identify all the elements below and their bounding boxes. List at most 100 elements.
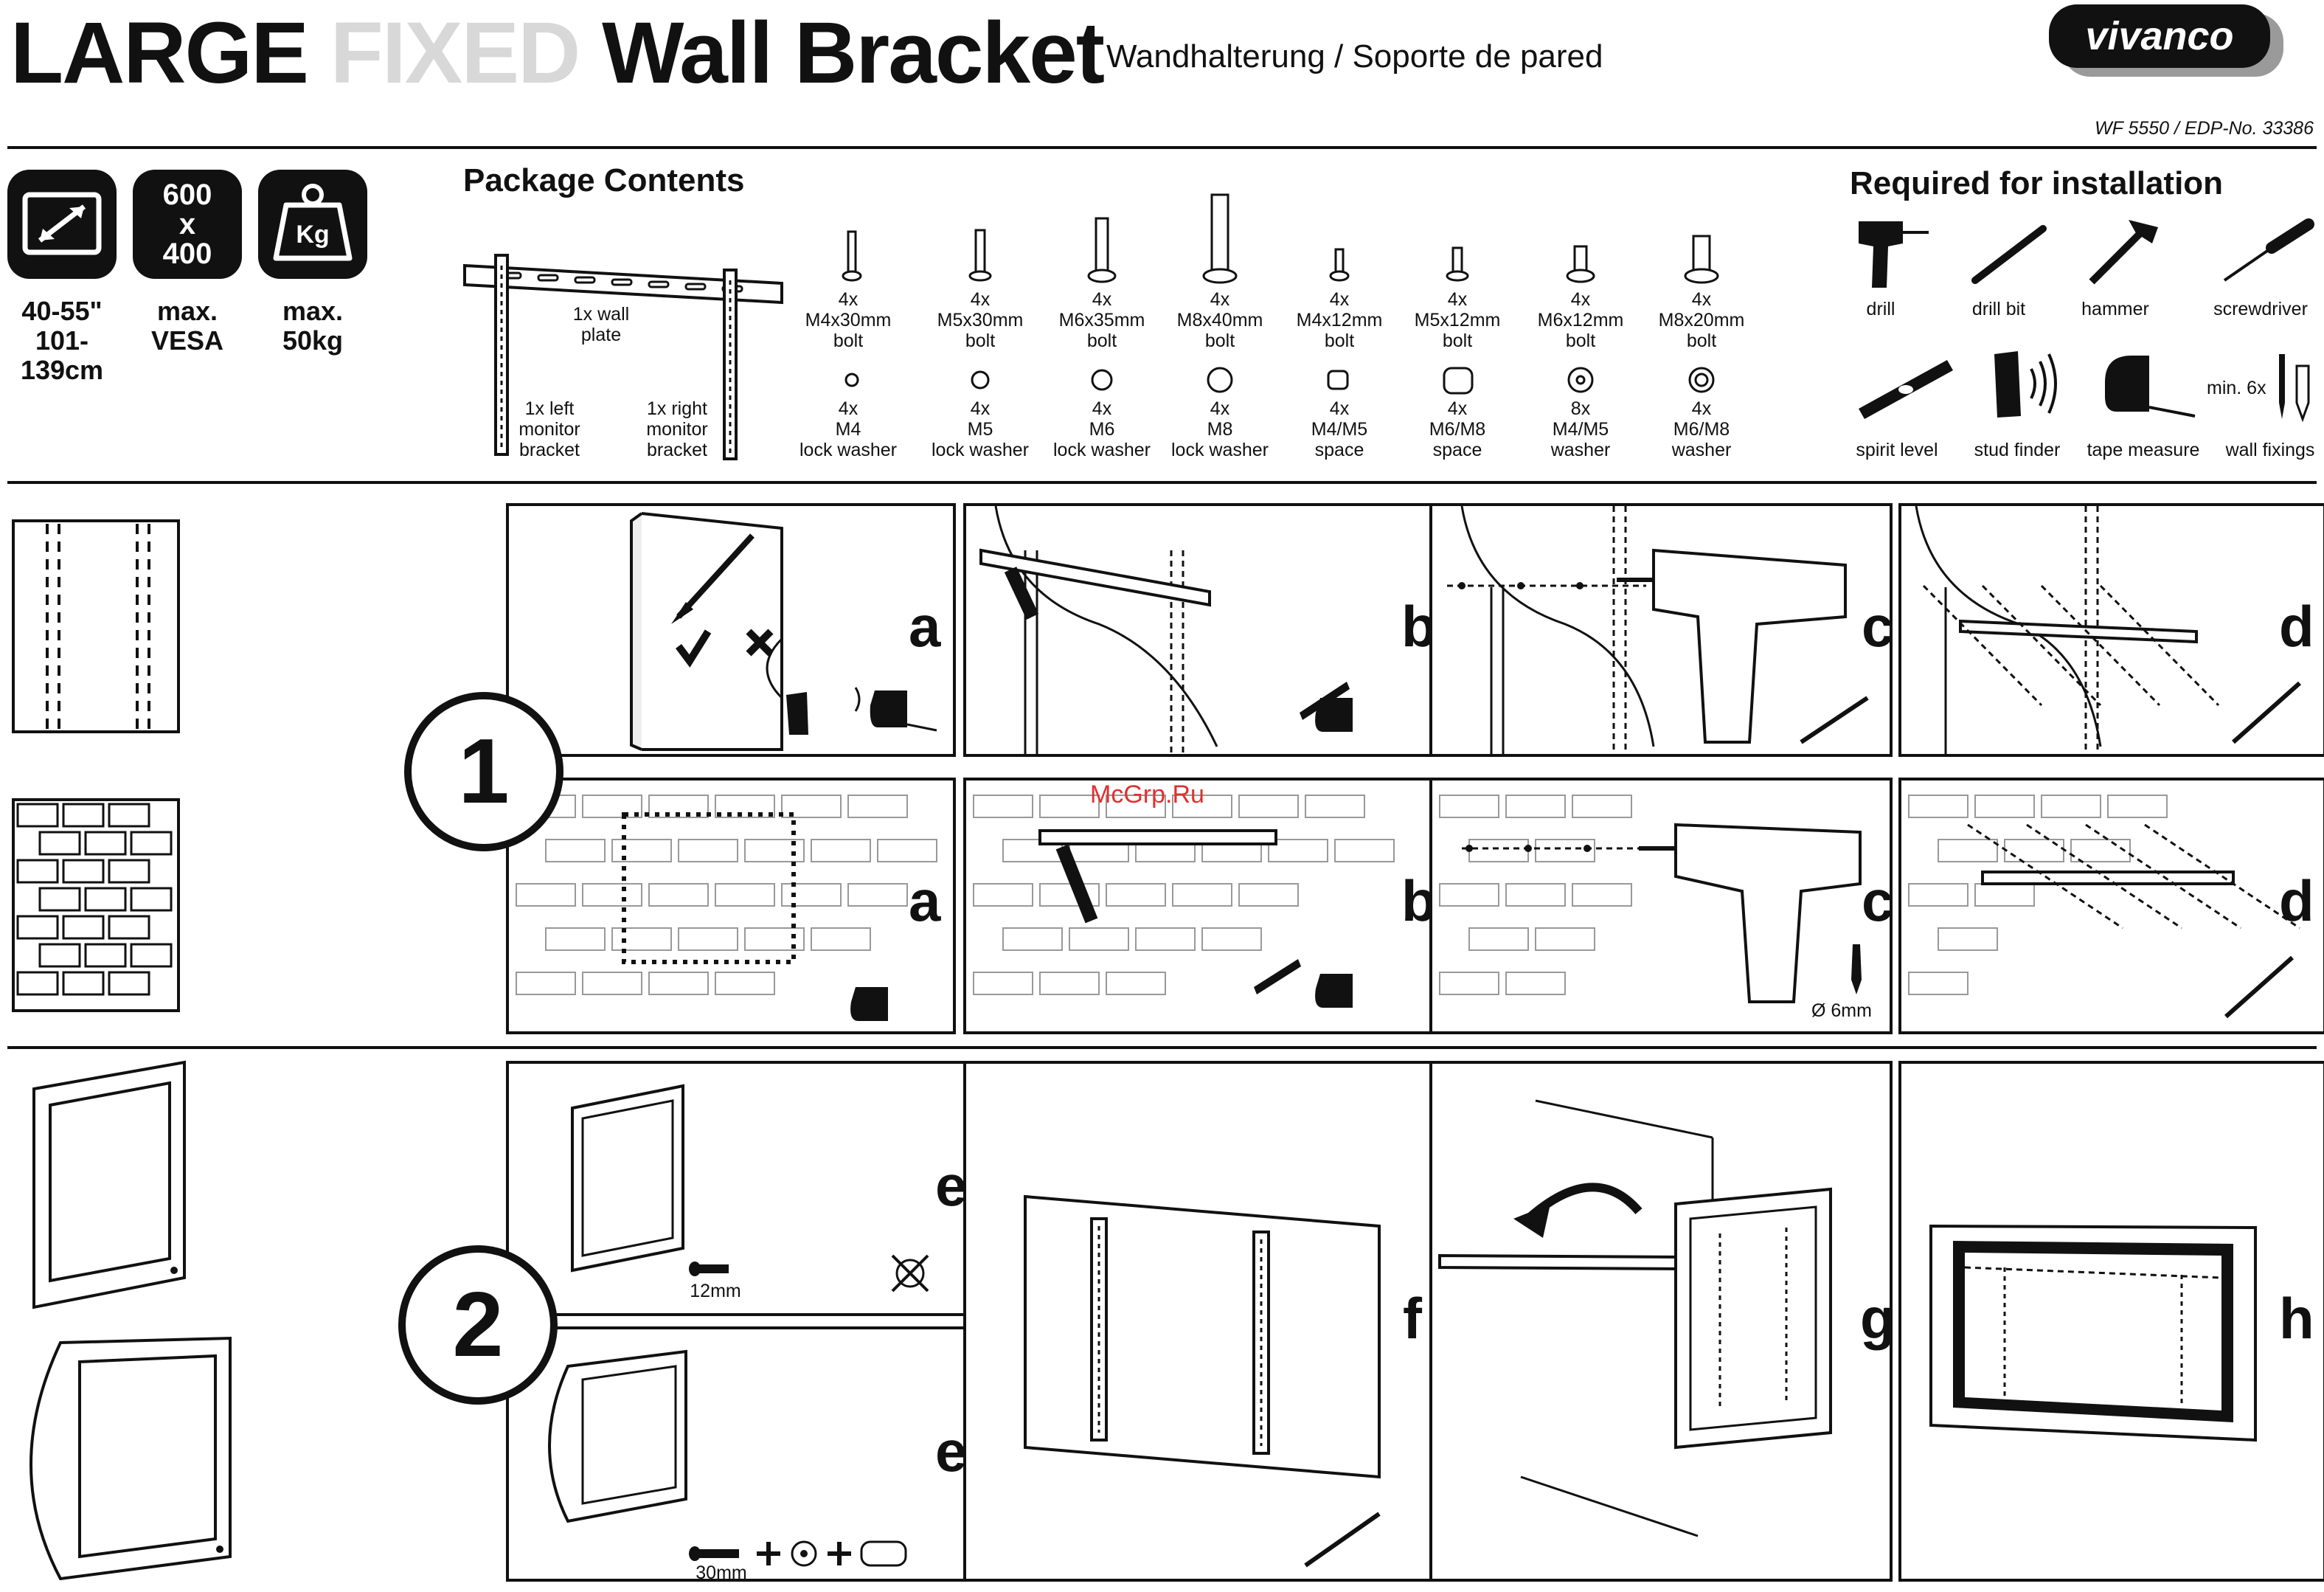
wall-fixings-icon (2279, 354, 2310, 423)
step-label-c: c (1862, 594, 1893, 659)
brick-fixing-illustration (1908, 795, 2300, 1019)
step-1d-brick-panel: d (1898, 778, 2324, 1034)
screen-size-spec: 40-55" 101-139cm (20, 296, 104, 385)
step-2e-curved-panel: 30mm e (506, 1326, 981, 1582)
brick-drilling-illustration (1439, 795, 1862, 1003)
step-label-f: f (1403, 1286, 1422, 1351)
spirit-level-icon (1859, 360, 1953, 419)
step-label-a: a (909, 868, 941, 933)
step-1a-brick-panel: a (506, 778, 956, 1034)
step-label-c: c (1862, 868, 1893, 933)
hammer-icon (2089, 220, 2158, 285)
divider (7, 481, 2317, 484)
wall-plate-illustration (463, 254, 783, 460)
screen-size-badge (7, 170, 117, 279)
bolt-icons (842, 193, 1719, 284)
tool-stud-finder-label: stud finder (1974, 440, 2061, 460)
weight-badge: Kg (258, 170, 367, 279)
vivanco-logo: vivanco (2049, 4, 2270, 68)
tool-hammer-label: hammer (2081, 299, 2149, 319)
left-bracket-label: 1x left monitor bracket (518, 398, 580, 460)
diagonal-arrow-icon (22, 192, 102, 255)
stud-finder-icon (1994, 351, 2057, 418)
flat-tv-bolt-illustration (571, 1084, 929, 1292)
tool-spirit-level-label: spirit level (1856, 440, 1938, 460)
step-label-e: e (935, 1419, 968, 1484)
tape-measure-icon (2105, 356, 2196, 418)
tool-tape-measure-label: tape measure (2087, 440, 2200, 460)
bolt-12mm-label: 12mm (690, 1281, 741, 1301)
step-2h-panel: h (1898, 1061, 2324, 1582)
bracket-fixing-illustration (1915, 506, 2301, 754)
weight-icon (273, 184, 353, 261)
drill-bit-icon (1971, 225, 2047, 284)
drill-icon (1859, 221, 1929, 288)
tool-drill-bit-label: drill bit (1971, 299, 2026, 319)
right-bracket-label: 1x right monitor bracket (646, 398, 708, 460)
package-contents-heading: Package Contents (463, 162, 745, 198)
divider (7, 146, 2317, 149)
model-number: WF 5550 / EDP-No. 33386 (2095, 118, 2314, 139)
step-label-e: e (935, 1153, 968, 1218)
vesa-spec: max. VESA (150, 296, 224, 356)
step-1c-stud-panel: c (1429, 503, 1893, 757)
step-label-a: a (909, 594, 941, 659)
curved-tv-icon (30, 1336, 232, 1581)
tv-mounted-illustration (1929, 1224, 2257, 1442)
brick-wall-icon (12, 798, 180, 1012)
tool-drill-label: drill (1866, 299, 1895, 319)
required-heading: Required for installation (1850, 165, 2224, 201)
drill-size-label: Ø 6mm (1811, 1000, 1872, 1021)
step-label-b: b (1401, 594, 1434, 659)
weight-spec: max. 50kg (282, 296, 344, 356)
step-2g-panel: g (1429, 1061, 1893, 1582)
washer-icons (844, 367, 1715, 395)
title-fixed: FIXED (330, 4, 580, 102)
step-2f-panel: f (963, 1061, 1441, 1582)
drilling-illustration (1447, 506, 1869, 754)
step-1b-stud-panel: b (963, 503, 1434, 757)
brick-marking-illustration (973, 795, 1395, 1008)
screwdriver-icon (2223, 218, 2314, 282)
page-subtitle: Wandhalterung / Soporte de pared (1106, 38, 1603, 75)
curved-tv-spacer-illustration (548, 1349, 907, 1567)
step-1b-brick-panel: b (963, 778, 1434, 1034)
flat-tv-icon (32, 1060, 186, 1309)
tool-screwdriver-label: screwdriver (2213, 299, 2308, 319)
step-1d-stud-panel: d (1898, 503, 2324, 757)
watermark: McGrp.Ru (1090, 781, 1204, 809)
step-1a-stud-panel: a (506, 503, 956, 757)
step-1c-brick-panel: Ø 6mm c (1429, 778, 1893, 1034)
step-1-circle: 1 (404, 692, 563, 851)
step-2-circle: 2 (398, 1245, 558, 1405)
vesa-badge: 600 x 400 (133, 170, 242, 279)
tool-wall-fixings-label: wall fixings (2225, 440, 2315, 460)
stud-wall-icon (12, 519, 180, 733)
hang-tv-illustration (1438, 1099, 1832, 1537)
stud-finder-illustration (630, 512, 937, 751)
step-label-d: d (2279, 594, 2314, 659)
tv-brackets-attached-illustration (1024, 1194, 1381, 1568)
page-title: LARGE FIXED Wall Bracket (10, 4, 1105, 102)
step-2e-flat-panel: 12mm e (506, 1061, 981, 1316)
divider (7, 1046, 2317, 1049)
wall-fixings-min: min. 6x (2207, 378, 2266, 398)
wall-plate-label: 1x wall plate (572, 304, 630, 345)
step-label-g: g (1860, 1286, 1893, 1351)
step-label-h: h (2279, 1286, 2314, 1351)
step-label-d: d (2279, 868, 2314, 933)
